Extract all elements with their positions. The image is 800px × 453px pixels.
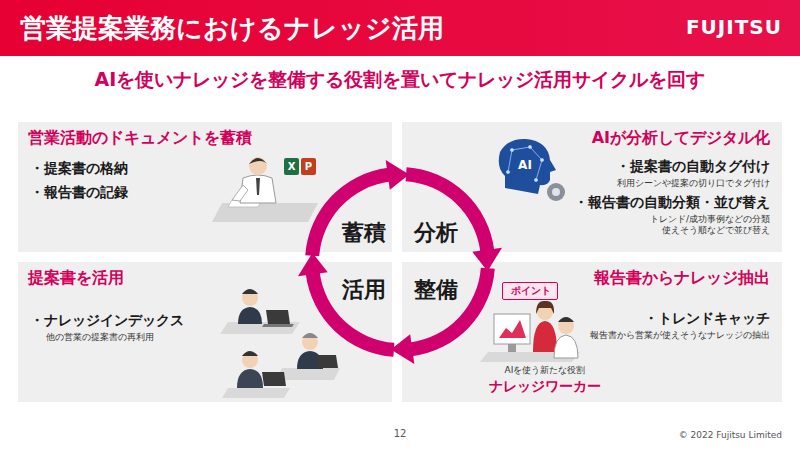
panel: AIが分析してデジタル化・提案書の自動タグ付け利用シーンや提案の切り口でタグ付け…	[402, 122, 782, 252]
note-text: 利用シーンや提案の切り口でタグ付け	[617, 178, 770, 189]
point-badge: ポイント	[502, 282, 558, 300]
bullet-text: ・報告書の自動分類・並び替え	[574, 194, 770, 211]
panel-heading: AIが分析してデジタル化	[592, 128, 770, 147]
page-number: 12	[370, 428, 430, 440]
cycle-label: 活用	[334, 277, 394, 303]
role-name: ナレッジワーカー	[465, 378, 625, 395]
cycle-label: 分析	[406, 220, 466, 246]
bullet-text: ・提案書の自動タグ付け	[616, 158, 770, 175]
bullet-text: ・トレンドキャッチ	[644, 310, 770, 327]
icon-letter: AI	[510, 158, 540, 172]
note-text: トレンド/成功事例などの分類 使えそう順などで並び替え	[595, 214, 770, 236]
icon-letter: P	[301, 158, 316, 175]
cycle-label: 整備	[406, 277, 466, 303]
badge-text: ポイント	[511, 285, 551, 297]
note-text: 報告書から営業が使えそうなナレッジの抽出	[590, 330, 770, 341]
cycle-label: 蓄積	[334, 220, 394, 246]
slide-title: 営業提案業務におけるナレッジ活用	[20, 0, 444, 56]
panel: 営業活動のドキュメントを蓄積・提案書の格納・報告書の記録	[18, 122, 392, 252]
role-caption: AIを使う新たな役割	[485, 365, 605, 376]
panel-heading: 提案書を活用	[28, 268, 124, 287]
note-text: 他の営業の提案書の再利用	[46, 332, 154, 343]
copyright: © 2022 Fujitsu Limited	[679, 430, 782, 441]
bullet-text: ・報告書の記録	[30, 184, 128, 201]
panel-heading: 報告書からナレッジ抽出	[594, 268, 770, 287]
logo-text: FUJITSU	[686, 15, 782, 39]
bullet-text: ・ナレッジインデックス	[30, 312, 184, 329]
subtitle: AIを使いナレッジを整備する役割を置いてナレッジ活用サイクルを回す	[0, 68, 800, 91]
bullet-text: ・提案書の格納	[30, 160, 128, 177]
icon-letter: X	[284, 158, 299, 175]
panel-heading: 営業活動のドキュメントを蓄積	[28, 128, 252, 147]
